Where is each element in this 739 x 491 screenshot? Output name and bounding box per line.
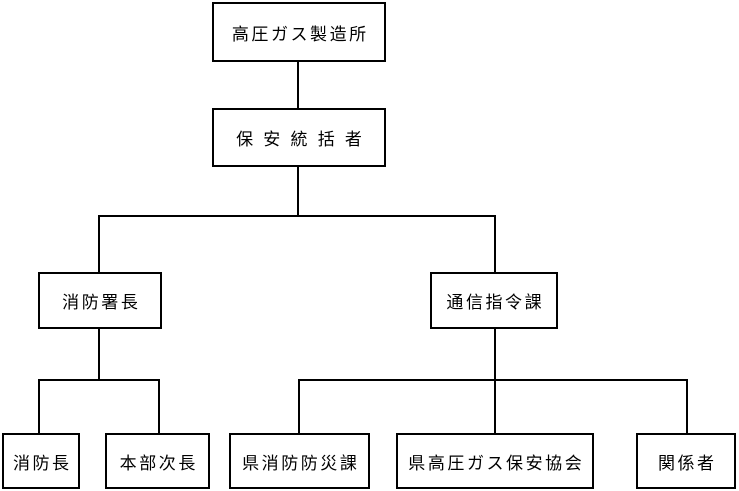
- edge-level3-left-horizontal: [38, 379, 160, 381]
- node-prefecture-gas-safety-association: 県高圧ガス保安協会: [396, 433, 594, 489]
- edge-to-dispatch: [494, 215, 496, 273]
- node-high-pressure-gas-plant: 高圧ガス製造所: [212, 2, 386, 62]
- edge-to-related-parties: [686, 379, 688, 434]
- edge-level2-horizontal: [98, 215, 496, 217]
- edge-dispatch-down: [494, 328, 496, 380]
- edge-level3-right-horizontal: [298, 379, 688, 381]
- edge-to-fire-chief: [98, 215, 100, 273]
- edge-to-gas-safety-assoc: [494, 379, 496, 434]
- node-safety-supervisor: 保安統括者: [212, 108, 386, 167]
- node-fire-station-chief: 消防署長: [38, 272, 162, 329]
- edge-to-chief: [38, 379, 40, 434]
- node-prefecture-disaster-division: 県消防防災課: [229, 433, 370, 489]
- node-deputy-director: 本部次長: [105, 433, 210, 489]
- node-related-parties: 関係者: [636, 433, 736, 489]
- edge-to-deputy: [158, 379, 160, 434]
- edge-supervisor-down: [297, 166, 299, 216]
- node-fire-chief: 消防長: [2, 433, 80, 489]
- edge-root-supervisor: [297, 61, 299, 109]
- edge-fire-chief-down: [98, 328, 100, 380]
- edge-to-prefecture-disaster: [298, 379, 300, 434]
- node-dispatch-division: 通信指令課: [430, 272, 558, 329]
